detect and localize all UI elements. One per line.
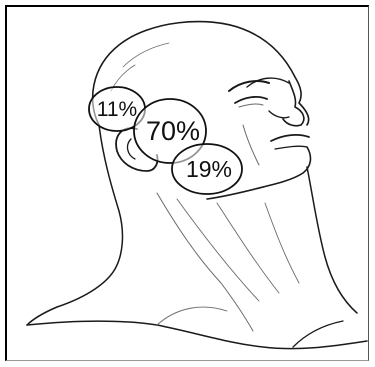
head-neck-illustration: 11% 70% 19% — [7, 7, 369, 361]
nose — [283, 81, 304, 126]
mouth — [271, 135, 309, 141]
percent-label-upper: 11% — [97, 98, 137, 121]
back-of-neck — [27, 125, 122, 325]
diagram-frame: 11% 70% 19% — [5, 5, 369, 361]
shoulder-line — [27, 321, 367, 348]
front-of-neck — [307, 167, 357, 313]
percent-label-lower: 19% — [186, 156, 232, 182]
percent-label-center: 70% — [146, 116, 200, 146]
closed-eye — [235, 97, 267, 103]
